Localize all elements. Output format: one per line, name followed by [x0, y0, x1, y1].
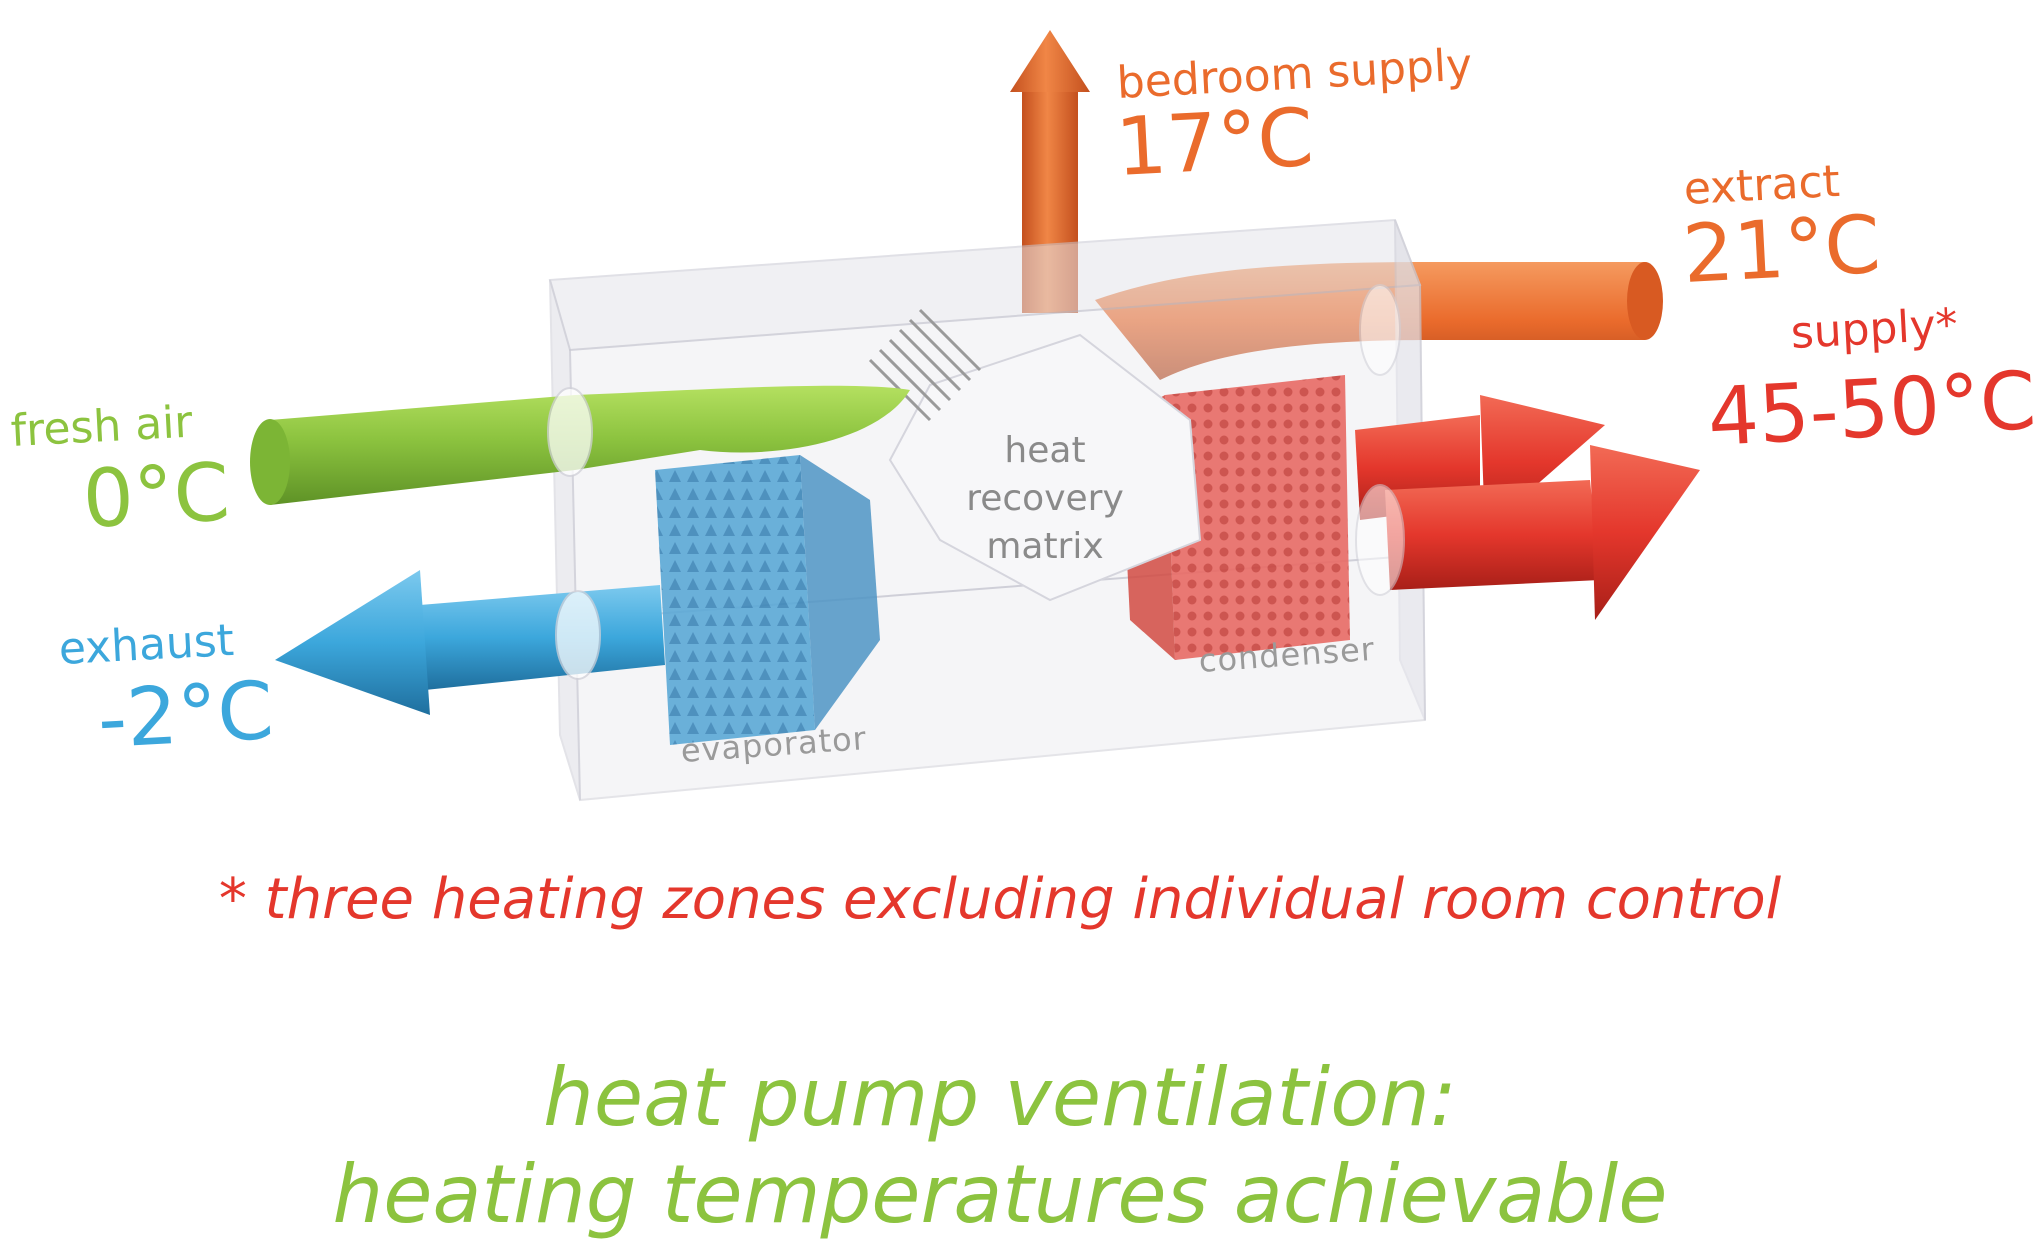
heat-recovery-matrix — [868, 308, 1202, 602]
matrix-label-line-1: heat — [1004, 430, 1086, 471]
exhaust-temp: -2°C — [95, 663, 276, 766]
extract-temp: 21°C — [1680, 197, 1883, 301]
title-line-2: heating temperatures achievable — [332, 1148, 1668, 1241]
matrix-label-line-3: matrix — [986, 526, 1104, 567]
footnote: * three heating zones excluding individu… — [218, 867, 1782, 932]
fresh-air-label: fresh air — [9, 396, 194, 457]
matrix-label-line-2: recovery — [966, 478, 1124, 519]
supply-label: supply* — [1789, 299, 1959, 359]
bedroom-supply-temp: 17°C — [1113, 90, 1316, 194]
title-line-1: heat pump ventilation: — [543, 1051, 1457, 1144]
supply-duct — [1355, 284, 1700, 620]
matrix-label: heat recovery matrix — [935, 430, 1155, 580]
exhaust-duct — [275, 570, 665, 715]
fresh-air-temp: 0°C — [80, 445, 232, 546]
exhaust-label: exhaust — [57, 614, 236, 675]
supply-temp: 45-50°C — [1705, 353, 2038, 464]
fresh-air-duct — [250, 385, 910, 505]
evaporator-coil — [655, 455, 880, 745]
